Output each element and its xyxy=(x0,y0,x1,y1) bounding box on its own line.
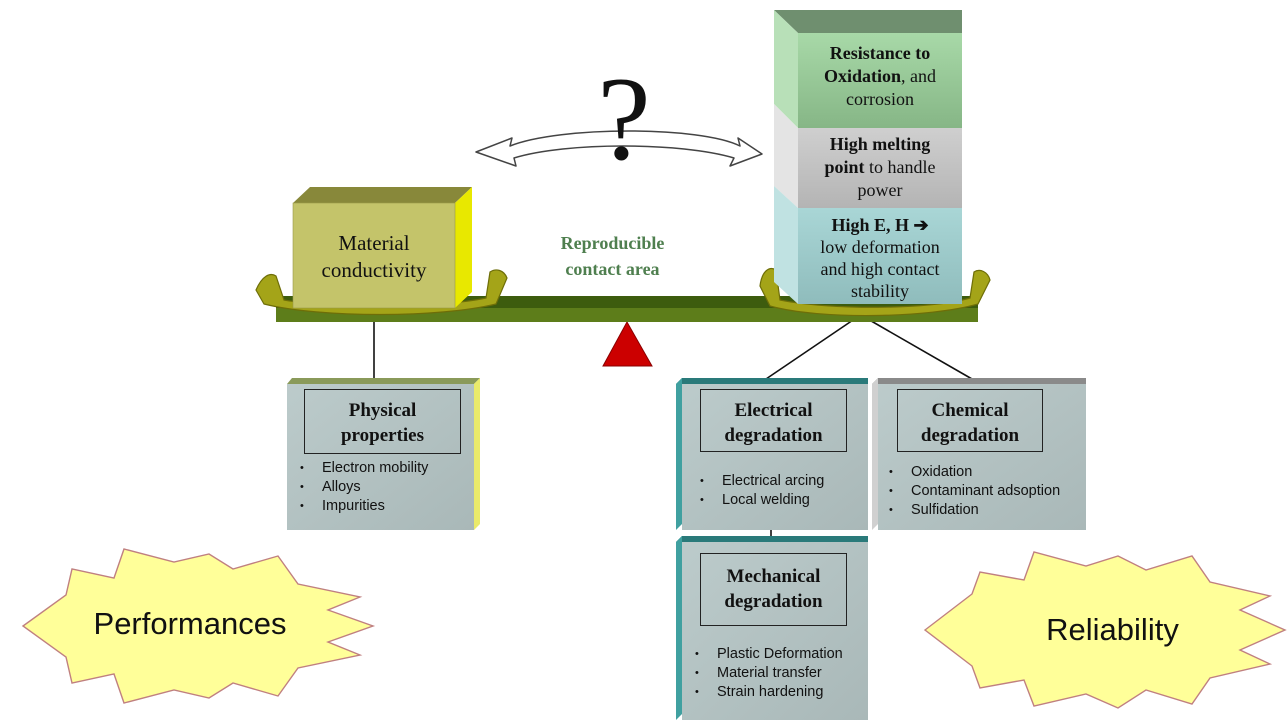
center-label-line1: Reproducible xyxy=(560,233,665,253)
electrical-degradation-title: Electrical degradation xyxy=(700,389,847,452)
list-item: Impurities xyxy=(296,497,474,516)
physical-properties-list: Electron mobility Alloys Impurities xyxy=(296,459,474,516)
physical-title-line1: Physical xyxy=(348,400,417,421)
stack-middle-label: High melting point to handle power xyxy=(798,133,962,202)
list-item: Electron mobility xyxy=(296,459,474,478)
list-item: Plastic Deformation xyxy=(691,645,867,664)
stack-bottom-line2: low deformation xyxy=(820,237,940,257)
stack-middle-rest2: to handle xyxy=(864,157,936,177)
list-item: Contaminant adsoption xyxy=(885,482,1085,501)
list-item: Local welding xyxy=(696,491,866,510)
list-item: Oxidation xyxy=(885,463,1085,482)
reproducible-contact-area-label: Reproducible contact area xyxy=(530,230,695,282)
performances-burst-shape xyxy=(21,548,376,704)
stack-middle-bold1: High melting xyxy=(829,134,931,154)
mechanical-title-line2: degradation xyxy=(724,591,823,612)
mechanical-degradation-list: Plastic Deformation Material transfer St… xyxy=(691,645,867,702)
left-block-line1: Material xyxy=(338,231,410,255)
electrical-title-line1: Electrical xyxy=(734,400,813,421)
stack-middle-line3: power xyxy=(857,180,903,200)
chemical-title-line2: degradation xyxy=(920,425,1020,446)
chemical-title-line1: Chemical xyxy=(931,400,1009,421)
electrical-degradation-list: Electrical arcing Local welding xyxy=(696,472,866,510)
reliability-label: Reliability xyxy=(1046,612,1179,647)
list-item: Material transfer xyxy=(691,664,867,683)
stack-top-line3: corrosion xyxy=(846,89,914,109)
stack-bottom-bold1: High E, H xyxy=(831,215,914,235)
electrical-title-line2: degradation xyxy=(724,425,823,446)
list-item: Strain hardening xyxy=(691,683,867,702)
mechanical-title-line1: Mechanical xyxy=(726,566,821,587)
performances-label: Performances xyxy=(93,606,287,641)
right-arrow-icon: ➔ xyxy=(913,215,929,235)
material-conductivity-label: Material conductivity xyxy=(293,230,455,284)
double-arrow-icon xyxy=(475,130,763,167)
material-conductivity-block-shape xyxy=(292,187,472,309)
stack-bottom-line4: stability xyxy=(851,281,909,301)
question-mark: ? xyxy=(597,52,651,185)
left-pan xyxy=(255,269,508,316)
mechanical-degradation-title: Mechanical degradation xyxy=(700,553,847,626)
stack-top-bold2: Oxidation xyxy=(823,66,902,86)
center-label-line2: contact area xyxy=(565,259,660,279)
reliability-burst-shape xyxy=(923,551,1287,709)
stack-top-bold1: Resistance to xyxy=(829,43,931,63)
physical-title-line2: properties xyxy=(340,425,425,446)
stack-middle-bold2: point xyxy=(824,157,865,177)
chemical-degradation-list: Oxidation Contaminant adsoption Sulfidat… xyxy=(885,463,1085,520)
list-item: Alloys xyxy=(296,478,474,497)
stack-bottom-line3: and high contact xyxy=(820,259,940,279)
chemical-degradation-title: Chemical degradation xyxy=(897,389,1043,452)
fulcrum-triangle xyxy=(602,320,653,367)
stack-top-label: Resistance to Oxidation, and corrosion xyxy=(798,42,962,111)
list-item: Electrical arcing xyxy=(696,472,866,491)
physical-properties-title: Physical properties xyxy=(304,389,461,454)
properties-stack-shape xyxy=(774,10,962,304)
stack-top-rest2: , and xyxy=(901,66,937,86)
stack-bottom-label: High E, H ➔ low deformation and high con… xyxy=(798,214,962,302)
list-item: Sulfidation xyxy=(885,501,1085,520)
left-block-line2: conductivity xyxy=(321,258,427,282)
